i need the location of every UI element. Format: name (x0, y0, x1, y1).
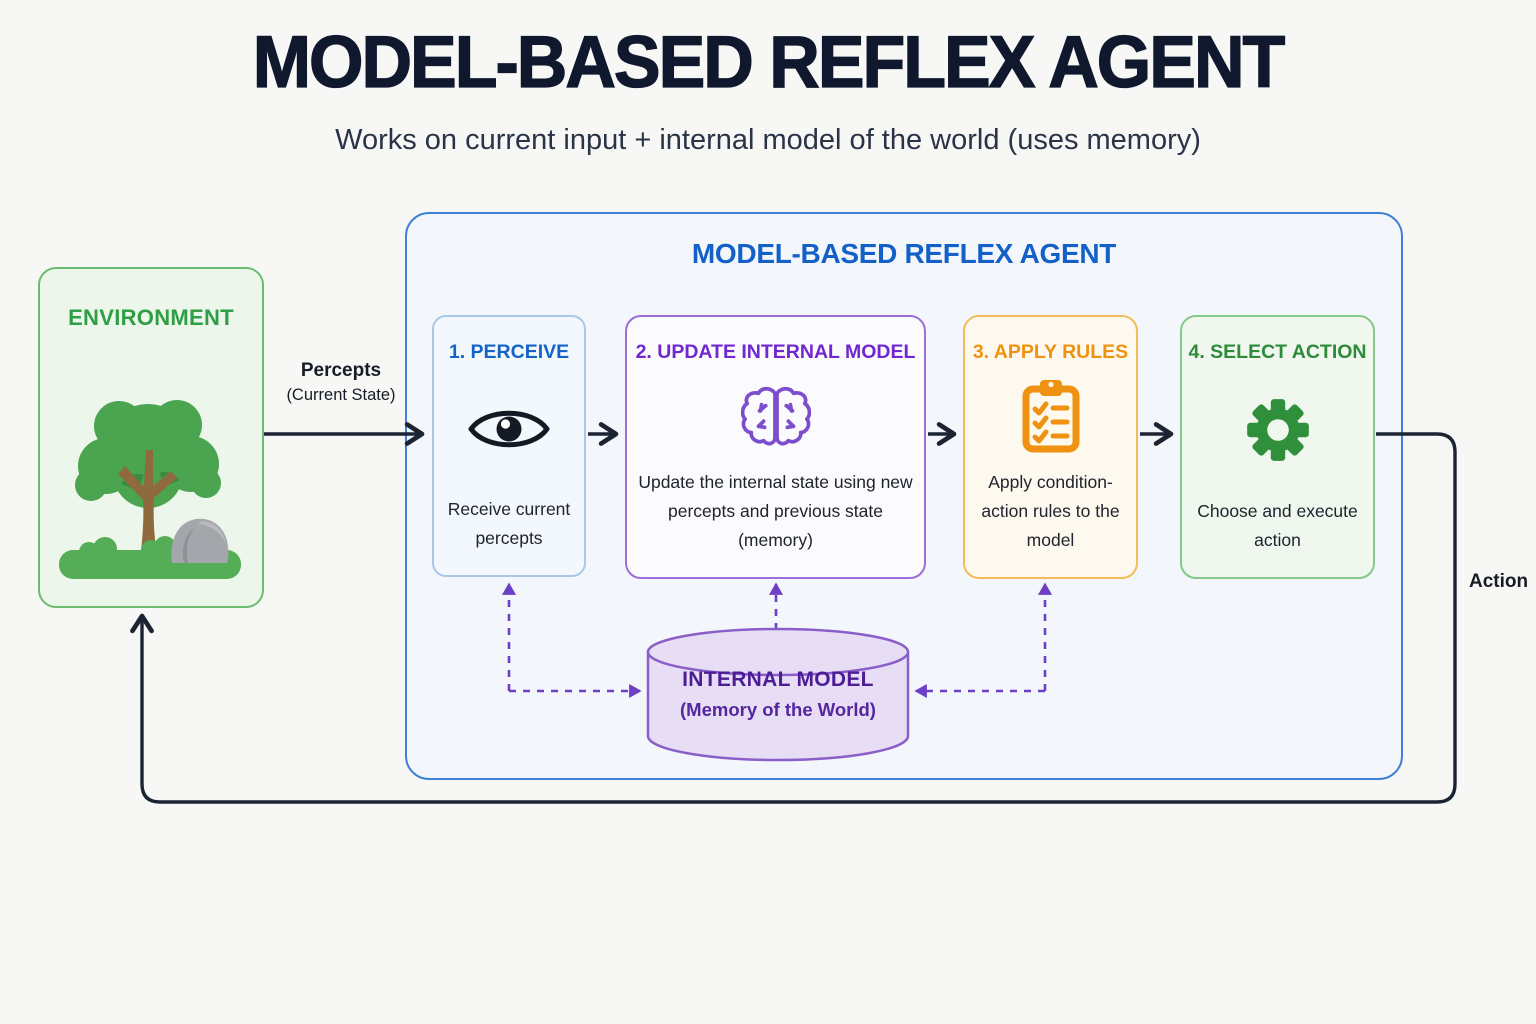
step-apply-rules-box: 3. APPLY RULES Apply condition-action ru… (963, 315, 1138, 579)
step-select-action-title: 4. SELECT ACTION (1188, 341, 1367, 363)
internal-model-memory: INTERNAL MODEL (Memory of the World) (645, 626, 911, 770)
environment-title: ENVIRONMENT (68, 305, 234, 330)
step-update-model-title: 2. UPDATE INTERNAL MODEL (635, 341, 916, 363)
page-subtitle: Works on current input + internal model … (335, 124, 1201, 156)
percepts-label-text: Percepts (300, 360, 382, 381)
database-cylinder-icon (646, 627, 910, 762)
step-perceive-description: Receive current percepts (447, 498, 571, 548)
step-perceive-title: 1. PERCEIVE (448, 341, 570, 363)
step-apply-rules-title: 3. APPLY RULES (972, 341, 1129, 363)
step-select-action-box: 4. SELECT ACTION Choose and execute acti… (1180, 315, 1375, 579)
brain-icon (740, 364, 811, 468)
percepts-sublabel-text: (Current State) (286, 386, 396, 404)
percepts-edge-label: Percepts (Current State) (252, 360, 430, 405)
eye-icon (467, 364, 551, 495)
tree-rock-grass-illustration (59, 400, 241, 579)
step-update-model-box: 2. UPDATE INTERNAL MODEL Update the inte… (625, 315, 926, 579)
clipboard-checklist-icon (1020, 364, 1082, 468)
internal-model-subtitle: (Memory of the World) (680, 699, 876, 720)
step-update-model-description: Update the internal state using new perc… (638, 471, 913, 550)
step-select-action-description: Choose and execute action (1197, 500, 1358, 550)
step-apply-rules-description: Apply condition-action rules to the mode… (981, 471, 1120, 550)
step-perceive-box: 1. PERCEIVE Receive current percepts (432, 315, 586, 577)
environment-box: ENVIRONMENT (38, 267, 264, 608)
gear-icon (1241, 364, 1315, 497)
page-title: MODEL-BASED REFLEX AGENT (252, 20, 1286, 103)
action-loop-arrow (130, 432, 1457, 804)
agent-container-title: MODEL-BASED REFLEX AGENT (691, 238, 1117, 269)
action-edge-label: Action (1469, 571, 1529, 592)
internal-model-title: INTERNAL MODEL (682, 668, 874, 691)
